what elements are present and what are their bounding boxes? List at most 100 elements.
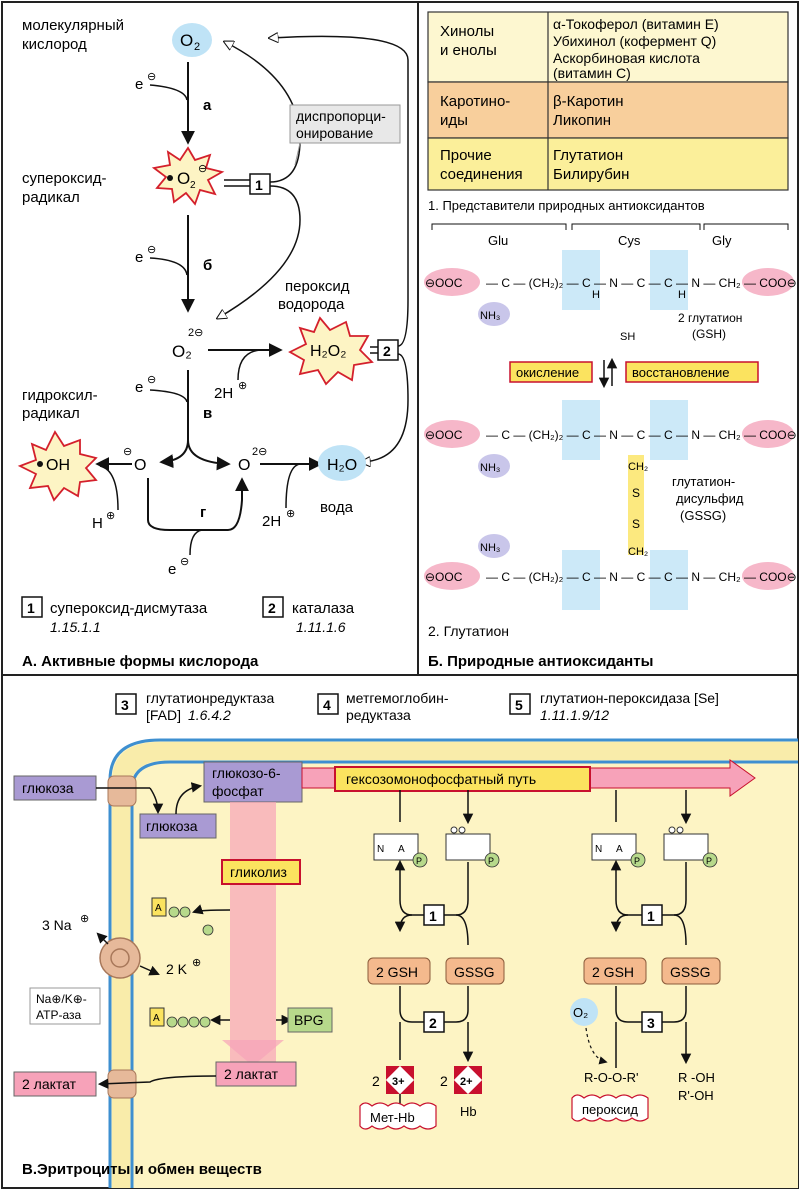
table-row-3-class-2: соединения — [440, 166, 523, 183]
svg-text:2: 2 — [190, 180, 196, 191]
lactate-in-box — [215, 1061, 297, 1087]
enzyme-3-name-2: [FAD] — [146, 707, 181, 723]
box-2-left — [423, 1011, 445, 1033]
gssg-top-ooc: ⊖OOC — [425, 428, 463, 442]
gsh-left-box — [367, 957, 431, 985]
svg-text:H: H — [678, 289, 686, 301]
o2-blob-v — [570, 998, 598, 1026]
svg-text:— C — (CH₂)₂ — C — N — C — C —: — C — (CH₂)₂ — C — N — C — C — N — CH₂ —… — [486, 276, 797, 290]
disproportionation-1: диспропорци- — [296, 108, 386, 124]
gly-label: Gly — [712, 233, 732, 248]
svg-text:⊕: ⊕ — [80, 913, 89, 925]
step-g-label: г — [200, 504, 206, 521]
gsh-right-box — [583, 957, 647, 985]
svg-text:CH₂: CH₂ — [628, 461, 648, 473]
step-v-label: в — [203, 405, 212, 422]
hmp-label-box — [334, 766, 591, 792]
cys-label: Cys — [618, 233, 641, 248]
box-3-right-num: 3 — [647, 1015, 655, 1031]
o2-v: O₂ — [573, 1005, 588, 1020]
box-3-right — [641, 1011, 663, 1033]
reduction-box — [625, 361, 759, 383]
reduction: восстановление — [632, 365, 730, 380]
enzyme-5-num: 5 — [515, 697, 523, 713]
table-row-2-class-1: Каротино- — [440, 93, 510, 110]
enzyme-4-num: 4 — [323, 697, 331, 713]
glucose-in: глюкоза — [146, 818, 198, 834]
nadp-right-n: N — [595, 844, 602, 855]
table-row-2 — [427, 81, 789, 139]
caption-2: 2. Глутатион — [428, 623, 509, 639]
gsh-right: 2 GSH — [592, 964, 634, 980]
fe2: 2+ — [460, 1076, 473, 1088]
gsh-ooc-blob — [424, 268, 480, 296]
gssg-label-2: дисульфид — [676, 491, 744, 506]
disproportionation-2: онирование — [296, 125, 374, 141]
nadp-right-p: P — [634, 856, 640, 866]
box-2-left-num: 2 — [429, 1015, 437, 1031]
enzyme-4-name-1: метгемоглобин- — [346, 690, 449, 706]
electron-a: e — [135, 76, 143, 93]
panel-a-title: А. Активные формы кислорода — [22, 653, 259, 670]
disproportionation-box — [289, 104, 401, 144]
gssg-bottom-nh3: NH₃ — [480, 542, 500, 554]
gsh-ooc: ⊖OOC — [425, 276, 463, 290]
hydroxyl-label-1: гидроксил- — [22, 387, 98, 404]
peroxide-label: пероксид — [582, 1102, 638, 1117]
gsh-coo-blob — [742, 268, 794, 296]
nadph-left: P — [445, 826, 500, 868]
panel-b: Хинолы и енолы α-Токоферол (витамин Е) У… — [424, 11, 797, 670]
gssg-label-3: (GSSG) — [680, 508, 726, 523]
enzyme-1-num-a: 1 — [255, 177, 263, 193]
table-row-1-item-4: (витамин С) — [553, 65, 631, 81]
peroxide-ion-charge: 2⊖ — [188, 327, 203, 339]
svg-text:⊕: ⊕ — [286, 508, 295, 520]
glycolysis: гликолиз — [230, 864, 287, 880]
table-row-1 — [427, 11, 789, 83]
table-row-3-item-1: Глутатион — [553, 147, 623, 164]
svg-text:— C — (CH₂)₂ — C — N — C — C —: — C — (CH₂)₂ — C — N — C — C — N — CH₂ —… — [486, 570, 797, 584]
svg-text:⊕: ⊕ — [192, 957, 201, 969]
atp-a: A — [155, 903, 162, 914]
peroxide-label-1: пероксид — [285, 278, 350, 295]
panel-v: 3 глутатионредуктаза [FAD] 1.6.4.2 4 мет… — [13, 690, 798, 1188]
legend-enzyme-1-box — [21, 596, 43, 618]
svg-text:⊖: ⊖ — [198, 163, 207, 175]
legend-enzyme-2-box — [262, 596, 284, 618]
na-k-pump — [99, 937, 141, 979]
nadp-right: N A P — [591, 833, 646, 868]
enzyme-4-box — [317, 693, 339, 715]
fe3: 3+ — [392, 1076, 405, 1088]
fe2-two: 2 — [440, 1073, 448, 1089]
table-row-1-item-2: Убихинол (кофермент Q) — [553, 33, 716, 49]
met-hb-label-box — [359, 1102, 437, 1130]
oxidation-box — [509, 361, 593, 383]
o2-blob — [172, 23, 212, 57]
nadp-left-a: A — [398, 844, 405, 855]
h2o: H₂O — [327, 457, 357, 474]
fe3-two: 2 — [372, 1073, 380, 1089]
two-k: 2 K — [166, 961, 188, 977]
table-row-1-item-1: α-Токоферол (витамин Е) — [553, 16, 719, 32]
water-blob — [318, 445, 366, 481]
nadp-left-p: P — [416, 856, 422, 866]
enzyme-5-box — [509, 693, 531, 715]
electron-v: e — [135, 379, 143, 396]
lactate-out: 2 лактат — [22, 1076, 77, 1092]
svg-text:— C — (CH₂)₂ — C — N — C — C —: — C — (CH₂)₂ — C — N — C — C — N — CH₂ —… — [486, 428, 797, 442]
hmp-path: гексозомонофосфатный путь — [346, 771, 536, 787]
table-row-2-class-2: иды — [440, 112, 468, 129]
hb: Hb — [460, 1104, 477, 1119]
svg-text:⊖: ⊖ — [147, 244, 156, 256]
svg-text:⊖: ⊖ — [123, 446, 132, 458]
table-row-3-item-2: Билирубин — [553, 166, 629, 183]
gssg-left: GSSG — [454, 964, 494, 980]
molecular-oxygen-label-2: кислород — [22, 36, 87, 53]
hydroxyl-star — [17, 430, 98, 502]
svg-text:CH₂: CH₂ — [628, 546, 648, 558]
gsh-nh3: NH₃ — [480, 310, 500, 322]
o2-top-sub: 2 — [194, 41, 200, 53]
g6p-box — [203, 761, 303, 803]
roh-1: R -OH — [678, 1070, 715, 1085]
